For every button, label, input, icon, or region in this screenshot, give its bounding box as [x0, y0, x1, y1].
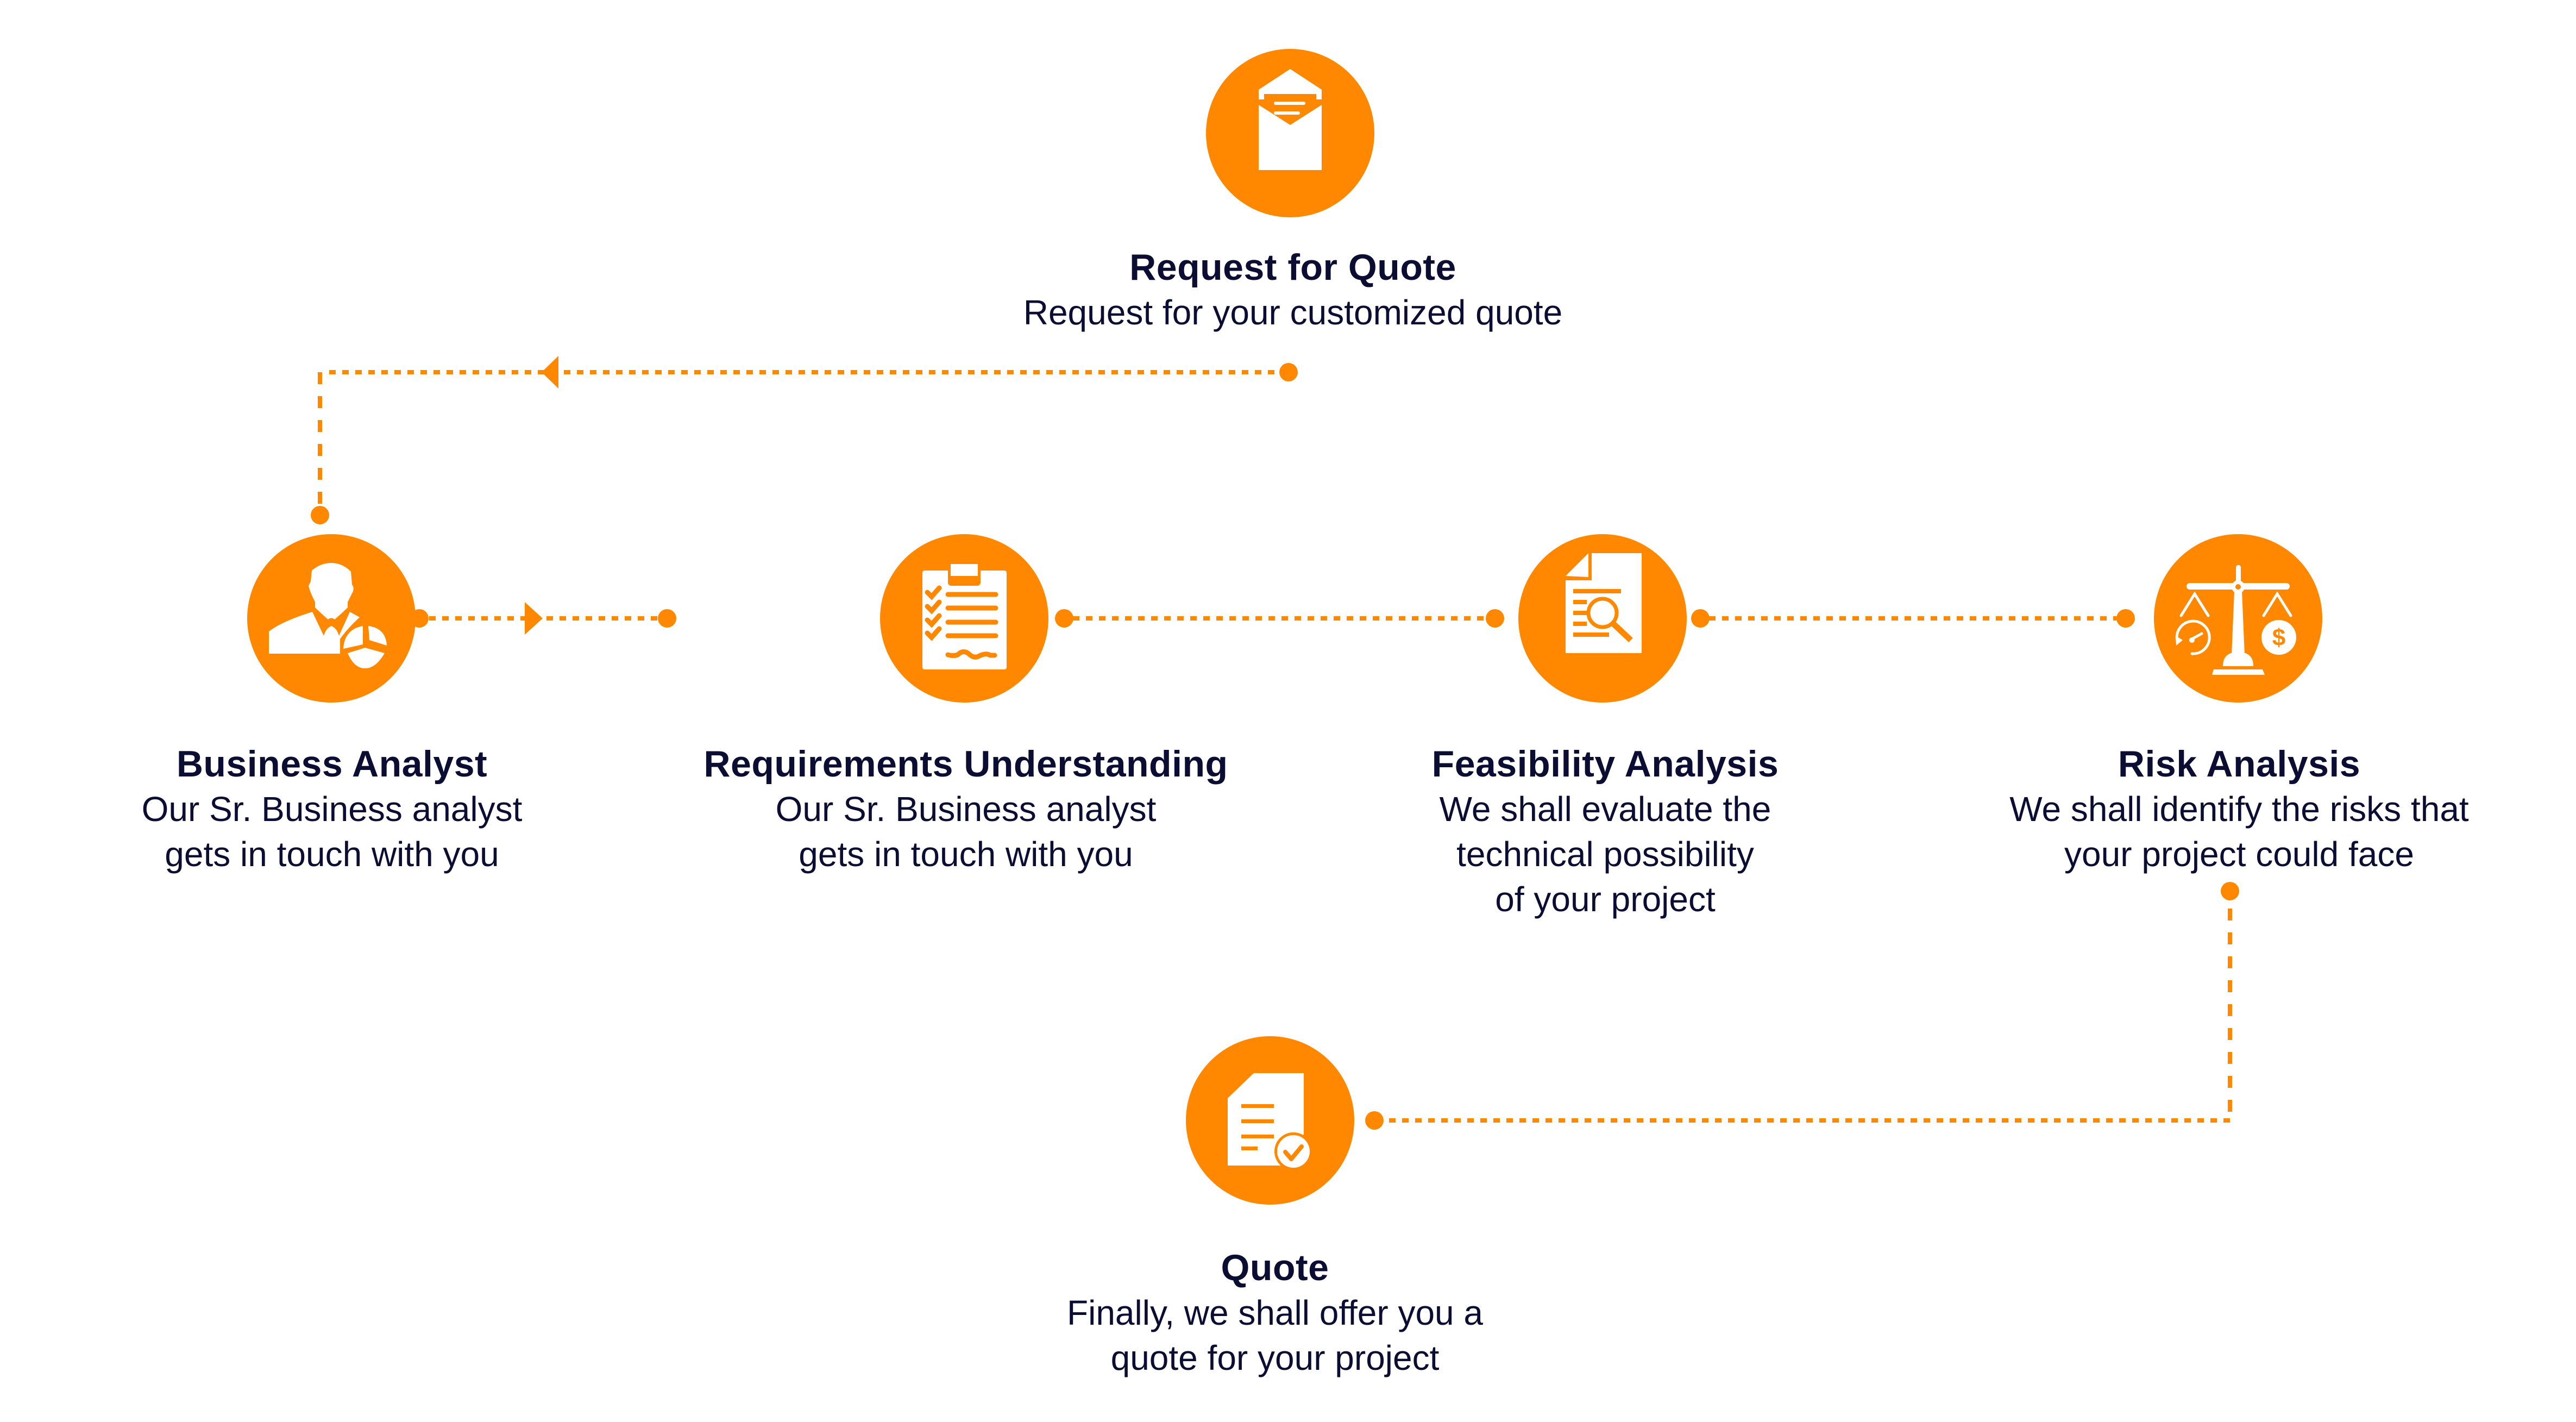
- document-check-icon: [1228, 1073, 1312, 1170]
- step-title: Quote: [1221, 1247, 1329, 1288]
- connector-dot: [2221, 882, 2239, 900]
- connector-dot: [2116, 609, 2135, 628]
- step-description-line: quote for your project: [1110, 1338, 1440, 1377]
- step-request-quote: Request for Quote Request for your custo…: [1023, 245, 1563, 335]
- step-description: Request for your customized quote: [1023, 290, 1563, 335]
- step-description-line: gets in touch with you: [165, 835, 499, 874]
- step-description: We shall identify the risks that your pr…: [2009, 787, 2468, 877]
- analyst-person-pie-chart-icon: [269, 563, 387, 668]
- step-requirements: Requirements Understanding Our Sr. Busin…: [703, 741, 1228, 877]
- connector-dot: [1486, 609, 1504, 628]
- step-business-analyst-icon-badge[interactable]: [247, 534, 416, 703]
- clipboard-checklist-icon: [922, 564, 1007, 669]
- connector-dot: [311, 506, 329, 524]
- step-title: Request for Quote: [1129, 247, 1456, 288]
- step-description-line: Our Sr. Business analyst: [141, 790, 523, 829]
- step-description-line: technical possibility: [1456, 835, 1754, 874]
- step-quote-icon-badge[interactable]: [1186, 1036, 1354, 1205]
- step-description-line: your project could face: [2064, 835, 2414, 874]
- step-description-line: of your project: [1495, 880, 1716, 919]
- step-description-line: Finally, we shall offer you a: [1067, 1293, 1483, 1332]
- step-risk: Risk Analysis We shall identify the risk…: [2009, 741, 2468, 877]
- step-requirements-icon-badge[interactable]: [880, 534, 1048, 703]
- step-feasibility: Feasibility Analysis We shall evaluate t…: [1432, 741, 1779, 922]
- step-description-line: Request for your customized quote: [1023, 293, 1563, 332]
- arrow-right-icon: [525, 602, 543, 635]
- open-envelope-icon: [1259, 69, 1322, 170]
- step-feasibility-icon-badge[interactable]: [1518, 534, 1687, 703]
- step-request-quote-icon-badge[interactable]: [1206, 49, 1374, 217]
- step-description: We shall evaluate the technical possibil…: [1432, 787, 1779, 922]
- step-description-line: gets in touch with you: [799, 835, 1133, 874]
- step-description-line: We shall identify the risks that: [2009, 790, 2469, 829]
- step-description: Our Sr. Business analyst gets in touch w…: [142, 787, 523, 877]
- step-description-line: We shall evaluate the: [1439, 790, 1771, 829]
- connector-dot: [1365, 1111, 1384, 1130]
- step-risk-icon-badge[interactable]: $: [2154, 534, 2322, 703]
- step-description: Finally, we shall offer you a quote for …: [1067, 1291, 1483, 1381]
- connector-requirements-to-feasibility: [1055, 609, 1504, 628]
- connector-feasibility-to-risk: [1691, 609, 2135, 628]
- connector-dot: [1055, 609, 1073, 628]
- step-description: Our Sr. Business analyst gets in touch w…: [703, 787, 1228, 877]
- step-title: Feasibility Analysis: [1431, 743, 1779, 785]
- document-magnifier-icon: [1566, 553, 1642, 653]
- step-title: Business Analyst: [176, 743, 488, 785]
- step-title: Risk Analysis: [2118, 743, 2361, 785]
- connector-request-to-analyst: [311, 356, 1298, 524]
- balance-scale-icon: $: [2175, 565, 2296, 675]
- icon-circle: [247, 534, 416, 703]
- step-business-analyst: Business Analyst Our Sr. Business analys…: [142, 741, 523, 877]
- step-title: Requirements Understanding: [703, 743, 1228, 785]
- step-description-line: Our Sr. Business analyst: [775, 790, 1157, 829]
- connector-dot: [1691, 609, 1710, 628]
- svg-text:$: $: [2272, 624, 2285, 651]
- connector-analyst-to-requirements: [410, 602, 676, 635]
- connector-dot: [658, 609, 676, 628]
- connector-dot: [1279, 363, 1298, 381]
- arrow-left-icon: [542, 356, 558, 389]
- step-quote: Quote Finally, we shall offer you a quot…: [1067, 1245, 1483, 1381]
- connector-risk-to-quote: [1365, 882, 2239, 1130]
